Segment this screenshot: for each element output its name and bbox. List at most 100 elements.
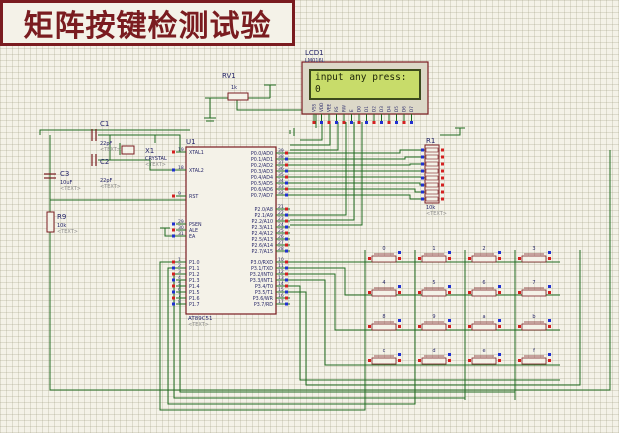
r1-pin-marker bbox=[421, 169, 424, 173]
key-pin-marker bbox=[448, 353, 451, 356]
u1-pin-marker bbox=[285, 225, 288, 229]
r1-pin-marker bbox=[441, 176, 444, 180]
key-button-d[interactable]: d bbox=[418, 348, 451, 365]
key-button-e[interactable]: e bbox=[468, 348, 501, 365]
rv1-ref-label: RV1 bbox=[222, 72, 236, 80]
key-pin-marker bbox=[548, 251, 551, 254]
u1-pin-number: 3 bbox=[178, 269, 181, 275]
u1-pin-marker bbox=[172, 150, 175, 154]
key-pin-marker bbox=[448, 285, 451, 288]
r1-text-label: <TEXT> bbox=[426, 211, 447, 217]
key-button-2[interactable]: 2 bbox=[468, 246, 501, 263]
key-pin-marker bbox=[548, 291, 551, 294]
u1-pin-number: 33 bbox=[278, 184, 284, 190]
u1-pin-number: 6 bbox=[178, 287, 181, 293]
key-pin-marker bbox=[498, 359, 501, 362]
r1-pin-marker bbox=[441, 190, 444, 194]
lcd-pin-name: RS bbox=[334, 106, 339, 112]
lcd-pin-marker bbox=[342, 121, 346, 124]
x1-ref-label: X1 bbox=[145, 147, 154, 155]
u1-pin-name: P2.4/A12 bbox=[251, 231, 273, 237]
u1-body[interactable] bbox=[185, 146, 277, 315]
key-pin-marker bbox=[398, 291, 401, 294]
key-button-5[interactable]: 5 bbox=[418, 280, 451, 297]
lcd-pin-marker bbox=[372, 121, 376, 124]
key-button-c[interactable]: c bbox=[368, 348, 401, 365]
u1-pin-number: 13 bbox=[278, 275, 284, 281]
key-button-f[interactable]: f bbox=[518, 348, 551, 365]
key-button-a[interactable]: a bbox=[468, 314, 501, 331]
key-button-1[interactable]: 1 bbox=[418, 246, 451, 263]
u1-pin-number: 15 bbox=[278, 287, 284, 293]
key-pin-marker bbox=[368, 291, 371, 294]
u1-pin-number: 19 bbox=[178, 147, 184, 153]
c2-value-label: 22pF bbox=[100, 178, 113, 184]
key-label: c bbox=[383, 348, 386, 354]
r1-pin-marker bbox=[441, 148, 444, 152]
u1-pin-number: 16 bbox=[278, 293, 284, 299]
lcd-pin-name: D4 bbox=[387, 106, 392, 112]
key-pin-marker bbox=[548, 325, 551, 328]
key-pin-marker bbox=[498, 257, 501, 260]
u1-pin-number: 34 bbox=[278, 178, 284, 184]
u1-pin-name: P1.7 bbox=[189, 302, 200, 308]
u1-pin-number: 37 bbox=[278, 160, 284, 166]
crystal-body[interactable] bbox=[121, 145, 135, 155]
rv1-body[interactable] bbox=[227, 92, 249, 101]
u1-pin-number: 10 bbox=[278, 257, 284, 263]
u1-pin-name: XTAL1 bbox=[189, 150, 204, 156]
u1-pin-name: P2.0/A8 bbox=[255, 207, 273, 213]
lcd-pin-marker bbox=[350, 121, 353, 124]
u1-pin-number: 31 bbox=[178, 231, 184, 237]
lcd-pin-marker bbox=[335, 121, 338, 124]
key-button-b[interactable]: b bbox=[518, 314, 551, 331]
key-button-7[interactable]: 7 bbox=[518, 280, 551, 297]
u1-pin-marker bbox=[285, 284, 288, 288]
u1-pin-number: 18 bbox=[178, 165, 184, 171]
u1-pin-marker bbox=[285, 296, 288, 300]
u1-pin-name: P1.4 bbox=[189, 284, 200, 290]
u1-pin-number: 12 bbox=[278, 269, 284, 275]
lcd-pin-name: RW bbox=[342, 105, 347, 112]
u1-pin-name: P2.3/A11 bbox=[251, 225, 273, 231]
u1-pin-marker bbox=[285, 175, 288, 179]
u1-pin-name: P0.7/AD7 bbox=[251, 193, 273, 199]
key-pin-marker bbox=[468, 325, 471, 328]
u1-pin-name: P0.5/AD5 bbox=[251, 181, 273, 187]
key-pin-marker bbox=[548, 319, 551, 322]
u1-pin-marker bbox=[285, 237, 288, 241]
c3-text-label: <TEXT> bbox=[60, 186, 81, 192]
c2-ref-label: C2 bbox=[100, 158, 109, 166]
lcd-pin-name: D5 bbox=[394, 106, 399, 112]
u1-pin-marker bbox=[172, 222, 175, 226]
lcd-ref-label: LCD1 bbox=[305, 49, 324, 57]
key-pin-marker bbox=[418, 359, 421, 362]
key-button-4[interactable]: 4 bbox=[368, 280, 401, 297]
key-button-8[interactable]: 8 bbox=[368, 314, 401, 331]
key-label: 7 bbox=[532, 280, 535, 286]
key-pin-marker bbox=[468, 359, 471, 362]
r1-value-label: 10k bbox=[426, 205, 435, 211]
u1-pin-number: 24 bbox=[278, 222, 284, 228]
key-button-9[interactable]: 9 bbox=[418, 314, 451, 331]
r1-body[interactable] bbox=[424, 144, 440, 204]
key-button-6[interactable]: 6 bbox=[468, 280, 501, 297]
u1-pin-name: P2.1/A9 bbox=[255, 213, 273, 219]
r9-body[interactable] bbox=[46, 211, 55, 233]
page-title: 矩阵按键检测试验 bbox=[0, 0, 295, 46]
u1-pin-name: P1.2 bbox=[189, 272, 200, 278]
key-button-3[interactable]: 3 bbox=[518, 246, 551, 263]
u1-pin-number: 35 bbox=[278, 172, 284, 178]
u1-pin-marker bbox=[285, 151, 288, 155]
key-pin-marker bbox=[398, 257, 401, 260]
key-label: 0 bbox=[382, 246, 385, 252]
u1-pin-marker bbox=[172, 194, 175, 198]
u1-pin-name: XTAL2 bbox=[189, 168, 204, 174]
key-pin-marker bbox=[498, 353, 501, 356]
key-pin-marker bbox=[548, 257, 551, 260]
u1-pin-name: P3.0/RXD bbox=[251, 260, 274, 266]
key-button-0[interactable]: 0 bbox=[368, 246, 401, 263]
u1-pin-name: P0.3/AD3 bbox=[251, 169, 273, 175]
